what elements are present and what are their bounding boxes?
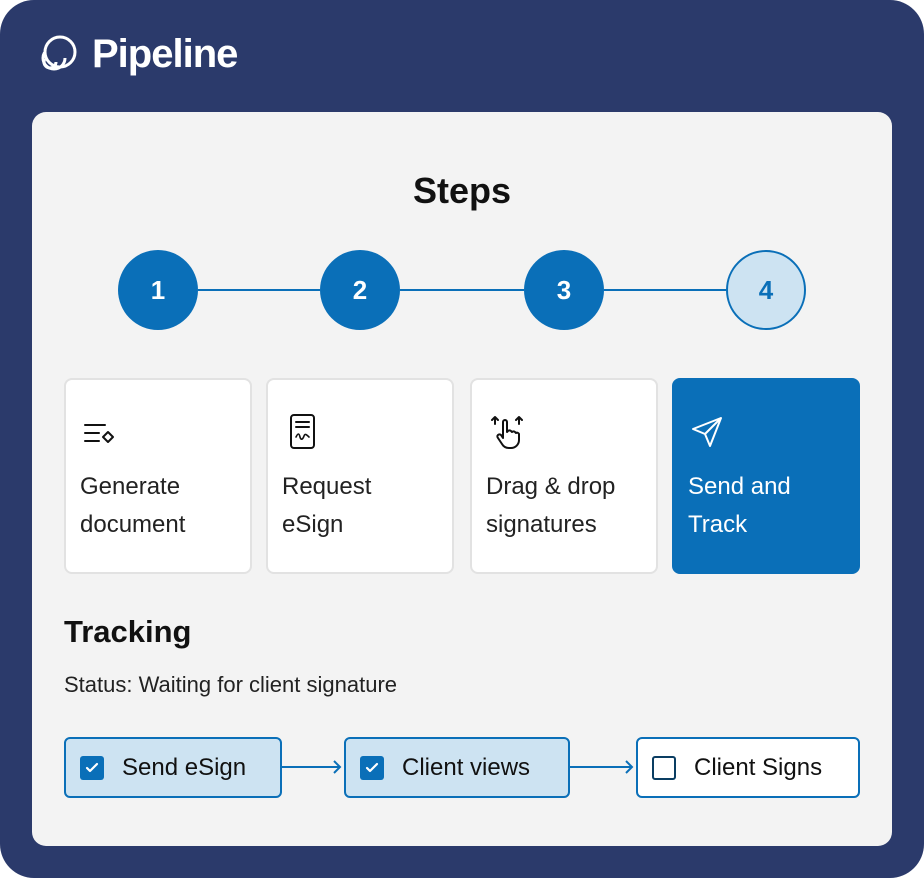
checkmark-icon <box>365 762 379 772</box>
brand: Pipeline <box>34 28 238 80</box>
track-item-client-views[interactable]: Client views <box>344 737 570 798</box>
step-1-circle[interactable]: 1 <box>118 250 198 330</box>
step-card-label: Generate document <box>80 473 186 538</box>
track-item-label: Client Signs <box>694 753 823 781</box>
checkmark-icon <box>85 762 99 772</box>
checkbox-checked[interactable] <box>360 755 384 780</box>
step-card-drag-drop[interactable]: Drag & drop signatures <box>470 378 658 574</box>
step-card-request-esign[interactable]: Request eSign <box>266 378 454 574</box>
step-connector <box>400 289 524 291</box>
track-item-send-esign[interactable]: Send eSign <box>64 737 282 798</box>
step-card-label: Drag & drop signatures <box>486 473 616 538</box>
stepper: 1 2 3 4 <box>0 250 924 330</box>
arrow-right-icon <box>282 760 342 774</box>
step-connector <box>198 289 320 291</box>
pipeline-logo-icon <box>41 35 77 71</box>
track-item-client-signs[interactable]: Client Signs <box>636 737 860 798</box>
checkbox-unchecked[interactable] <box>652 755 676 780</box>
tracking-title: Tracking <box>64 614 192 649</box>
send-paper-plane-icon <box>692 417 722 447</box>
step-card-label: Send and Track <box>688 473 791 538</box>
track-item-label: Client views <box>402 753 531 781</box>
track-item-label: Send eSign <box>122 753 247 781</box>
step-connector <box>604 289 726 291</box>
generate-document-icon <box>84 424 114 443</box>
tracking-status: Status: Waiting for client signature <box>64 672 398 697</box>
document-signature-icon <box>290 414 315 449</box>
step-3-circle[interactable]: 3 <box>524 250 604 330</box>
checkbox-checked[interactable] <box>80 755 104 780</box>
step-card-label: Request eSign <box>282 473 372 538</box>
step-4-circle[interactable]: 4 <box>726 250 806 330</box>
steps-title: Steps <box>412 170 512 211</box>
app-name: Pipeline <box>92 31 238 76</box>
step-card-generate-document[interactable]: Generate document <box>64 378 252 574</box>
drag-hand-icon <box>491 416 523 450</box>
step-card-send-track[interactable]: Send and Track <box>672 378 860 574</box>
step-2-circle[interactable]: 2 <box>320 250 400 330</box>
arrow-right-icon <box>570 760 634 774</box>
